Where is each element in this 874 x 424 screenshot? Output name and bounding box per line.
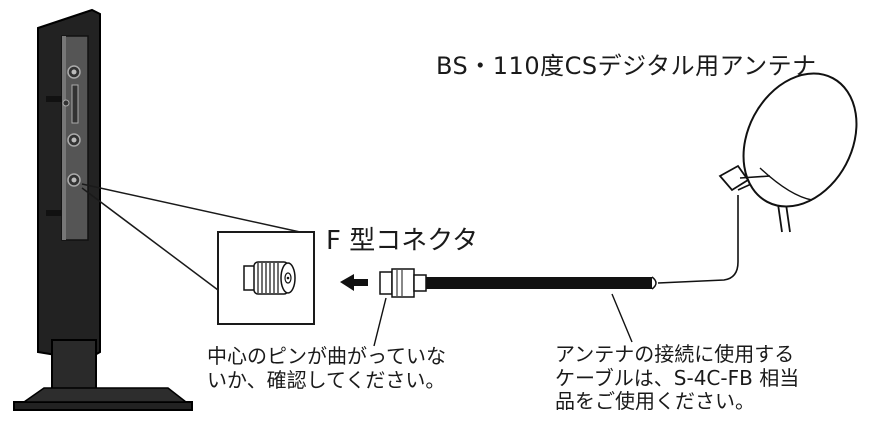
tv-side-view bbox=[13, 8, 193, 411]
cable-spec-note: アンテナの接続に使用する ケーブルは、S-4C-FB 相当 品をご使用ください。 bbox=[555, 342, 800, 414]
cable-to-antenna bbox=[657, 195, 739, 284]
connector-label: F 型コネクタ bbox=[326, 226, 479, 256]
zoom-line-bottom bbox=[81, 187, 219, 291]
antenna-label: BS・110度CSデジタル用アンテナ bbox=[436, 52, 817, 80]
cable-end bbox=[651, 276, 657, 290]
tv-card-slot bbox=[71, 84, 79, 124]
left-arrow-icon bbox=[340, 274, 368, 291]
pin-note-line-2: いか、確認してください。 bbox=[207, 367, 446, 392]
pin-note-line-1: 中心のピンが曲がっていな bbox=[207, 344, 446, 368]
tv-stand-base bbox=[13, 401, 193, 411]
cable-note-leader bbox=[611, 293, 633, 343]
pin-check-note: 中心のピンが曲がっていな いか、確認してください。 bbox=[207, 344, 446, 392]
tv-stand-neck bbox=[51, 339, 97, 393]
f-connector-plug bbox=[379, 268, 427, 298]
f-socket-icon bbox=[243, 261, 296, 295]
satellite-dish-icon bbox=[718, 72, 858, 233]
coaxial-cable bbox=[426, 277, 652, 289]
cable-note-line-2: ケーブルは、S-4C-FB 相当 bbox=[555, 365, 800, 390]
connector-zoom-box bbox=[217, 231, 315, 325]
pin-note-leader bbox=[373, 297, 387, 347]
cable-note-line-3: 品をご使用ください。 bbox=[555, 389, 755, 414]
cable-note-line-1: アンテナの接続に使用する bbox=[555, 342, 795, 366]
tv-button bbox=[62, 99, 70, 107]
zoom-line-top bbox=[81, 183, 301, 233]
